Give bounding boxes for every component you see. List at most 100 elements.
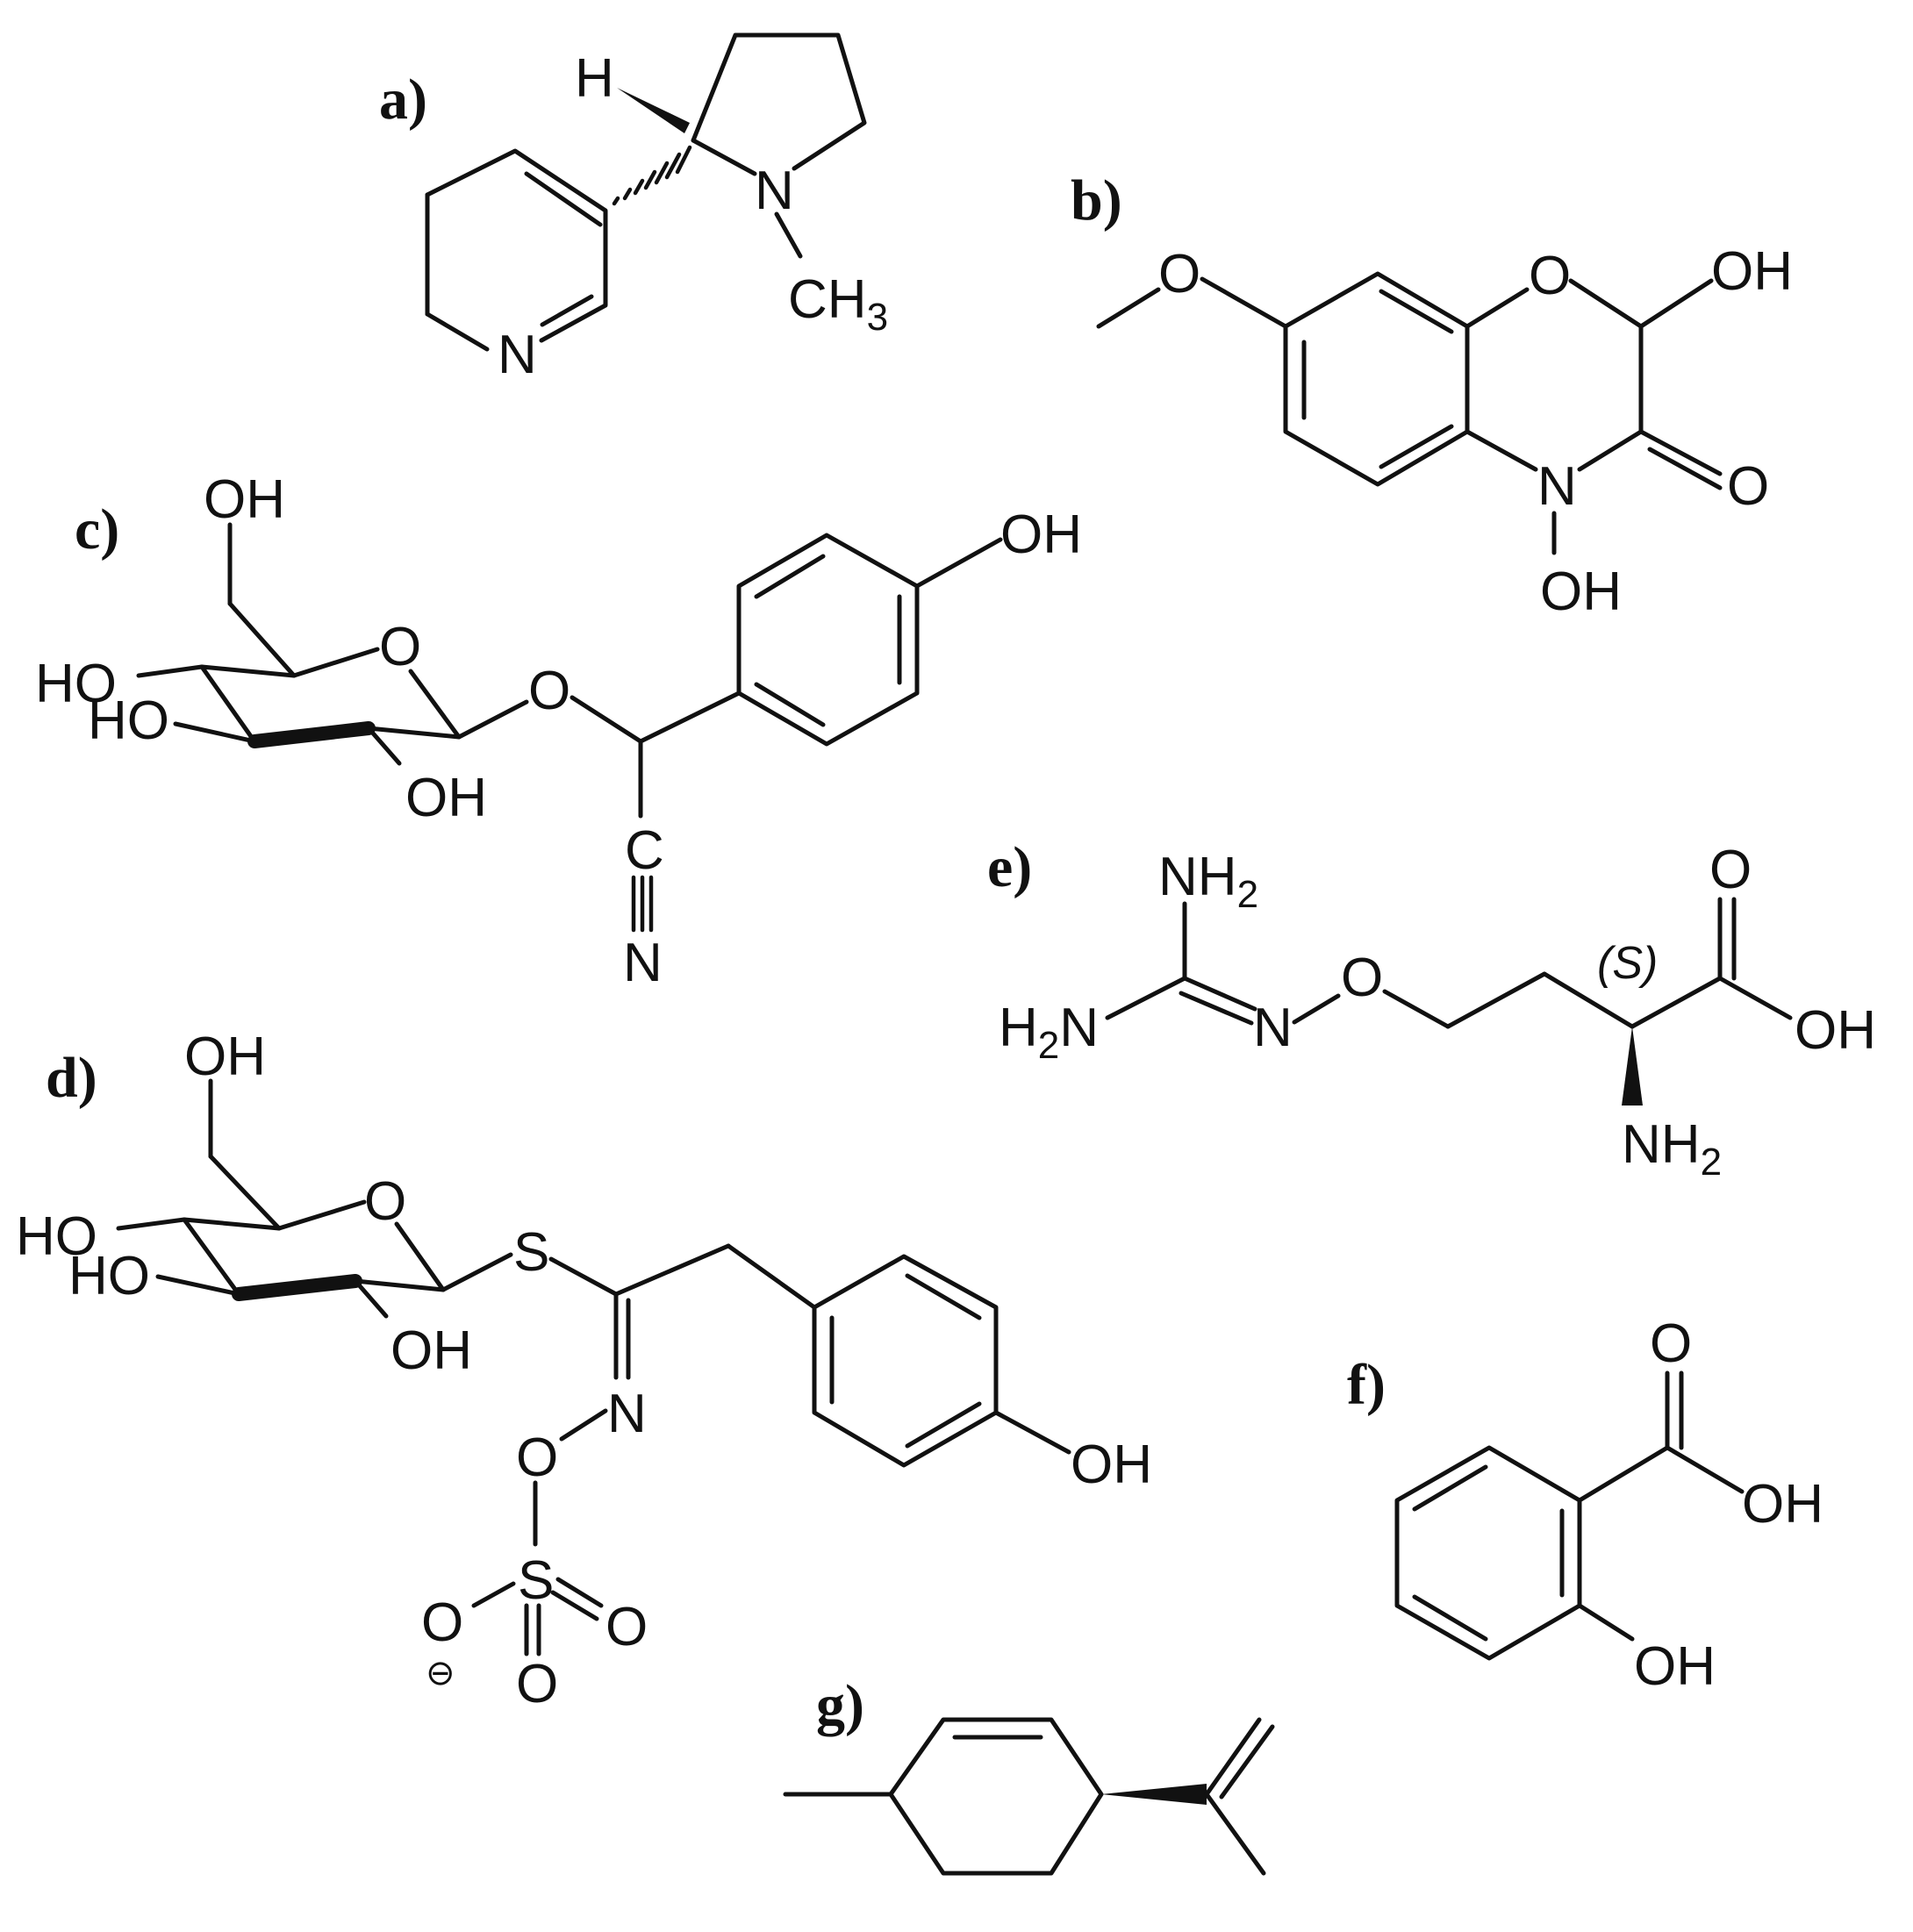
hashed-wedge-bond (612, 145, 692, 206)
c2-oh-bond (1638, 278, 1714, 329)
ring-c5-c4 (182, 1217, 282, 1231)
carbonyl-bond-double (1647, 447, 1723, 490)
ring-o-c1 (408, 669, 462, 740)
atom-ho-c4: HO (16, 1206, 97, 1267)
ring-c2-c1 (366, 726, 462, 740)
panel-label-a: a) (379, 68, 427, 132)
atom-s: S (513, 1222, 549, 1283)
atom-oh-c2: OH (390, 1320, 472, 1381)
phenol-double-1 (754, 554, 826, 599)
atom-o-methoxy: O (1158, 244, 1200, 304)
benzene-ring-bonds (1283, 271, 1470, 487)
benzene-double-3 (1379, 424, 1454, 469)
c-h2n-bond (1105, 976, 1187, 1020)
c4-oh-bond (136, 664, 204, 678)
phenol-ring-bonds (812, 1254, 999, 1468)
atom-oh-n: OH (1540, 562, 1622, 622)
atom-o-ring: O (1529, 246, 1571, 306)
atom-n: N (1537, 456, 1577, 517)
o-ch2-bond (1382, 989, 1451, 1029)
atom-o-glyc: O (528, 661, 570, 721)
panel-label-g: g) (816, 1673, 864, 1737)
atom-o: O (1341, 948, 1383, 1008)
ring-c4-c3 (182, 1217, 241, 1297)
atom-ho-c3: HO (88, 691, 169, 751)
c-aryl-bond (1577, 1445, 1670, 1503)
c1-s-bond (441, 1252, 513, 1292)
panel-label-d: d) (46, 1046, 97, 1110)
atom-h: H (575, 48, 614, 109)
atom-ho-c3: HO (68, 1246, 150, 1306)
ch2-aryl-bond (726, 1243, 817, 1310)
atom-oh-phenol: OH (1000, 504, 1082, 565)
phenol-oh-bond (1577, 1603, 1635, 1642)
c2-oh-bond (366, 726, 402, 766)
ring-c3-c2-bold (247, 721, 376, 748)
benzene-double-3 (1412, 1594, 1488, 1642)
atom-n-nitrile: N (623, 933, 663, 993)
ch-aryl-bond (638, 691, 742, 744)
atom-s-sulfate: S (518, 1550, 554, 1611)
ring-bond-n (1577, 429, 1644, 472)
ch2oh-bond-2 (227, 601, 297, 678)
atom-n: N (1253, 998, 1293, 1058)
ch2-calpha-bond (1542, 971, 1635, 1029)
ring-c2-c1 (353, 1278, 446, 1292)
atom-ho-c4: HO (35, 654, 117, 714)
c-oh-bond (1665, 1445, 1745, 1494)
n-aryl-bond (1465, 429, 1538, 472)
c-n-double-1 (1182, 976, 1257, 1012)
c3-oh-bond (155, 1274, 241, 1297)
benzene-double-2 (1379, 289, 1454, 334)
ring-c5-o (276, 1199, 367, 1231)
s-o-right-1 (555, 1577, 604, 1608)
phenol-double-3 (754, 682, 826, 727)
atom-nh2-bottom: NH2 (1622, 1114, 1722, 1184)
structure-e: e) NH2 H2N N O (S) O OH NH2 (987, 835, 1876, 1184)
panel-label-b: b) (1071, 168, 1122, 233)
benzene-ring-bonds (1394, 1445, 1582, 1661)
carbonyl-bond (1638, 429, 1723, 476)
atom-nh2-top: NH2 (1158, 847, 1258, 916)
atom-o-n: O (516, 1428, 558, 1488)
structure-g: g) (783, 1673, 1275, 1876)
methyl-bond (1096, 287, 1161, 329)
atom-o-right: O (605, 1597, 648, 1657)
calpha-cooh-bond (1630, 976, 1723, 1029)
isopropenyl-wedge-bond (1101, 1784, 1207, 1805)
atom-n-ring: N (498, 325, 537, 385)
pyrrolidine-bonds (691, 32, 867, 171)
c3-oh-bond (173, 721, 257, 744)
atom-oh-ch2: OH (204, 469, 285, 530)
atom-oh: OH (1795, 1000, 1876, 1061)
ring-c4-c3 (199, 664, 257, 744)
atom-o-ring: O (364, 1171, 406, 1232)
atom-o-bottom: O (516, 1654, 558, 1714)
atom-oh-top: OH (1711, 241, 1793, 302)
ring-double-bond-n (540, 294, 594, 327)
pyrrolidine-bond-n (691, 138, 757, 176)
atom-oh-phenol: OH (1071, 1435, 1152, 1495)
ring-c5-o (291, 647, 380, 678)
ring-c3-c2-bold (232, 1274, 362, 1301)
methoxy-aryl-bond (1200, 276, 1288, 329)
negative-charge: ⊖ (426, 1653, 455, 1693)
n-methyl-bond (774, 211, 803, 259)
o-ch-bond (570, 695, 643, 744)
atom-c-nitrile: C (625, 820, 664, 881)
nh2-wedge-bond (1622, 1027, 1643, 1106)
atom-oh-phenol: OH (1634, 1636, 1716, 1697)
s-o-right-2 (550, 1590, 599, 1621)
panel-label-f: f) (1347, 1353, 1386, 1417)
glycosidic-bond (456, 699, 529, 740)
atom-oh-acid: OH (1742, 1474, 1823, 1535)
c-ch2-bond (613, 1243, 731, 1297)
atom-oh-c2: OH (405, 768, 487, 828)
phenol-ring-bonds (736, 533, 920, 747)
stereo-label: (S) (1597, 938, 1658, 989)
n-o-bond (1292, 993, 1341, 1025)
methyl-isopropenyl-bond (1204, 1792, 1266, 1876)
c-n-double-2 (1179, 991, 1254, 1026)
atom-h2n: H2N (999, 998, 1099, 1067)
